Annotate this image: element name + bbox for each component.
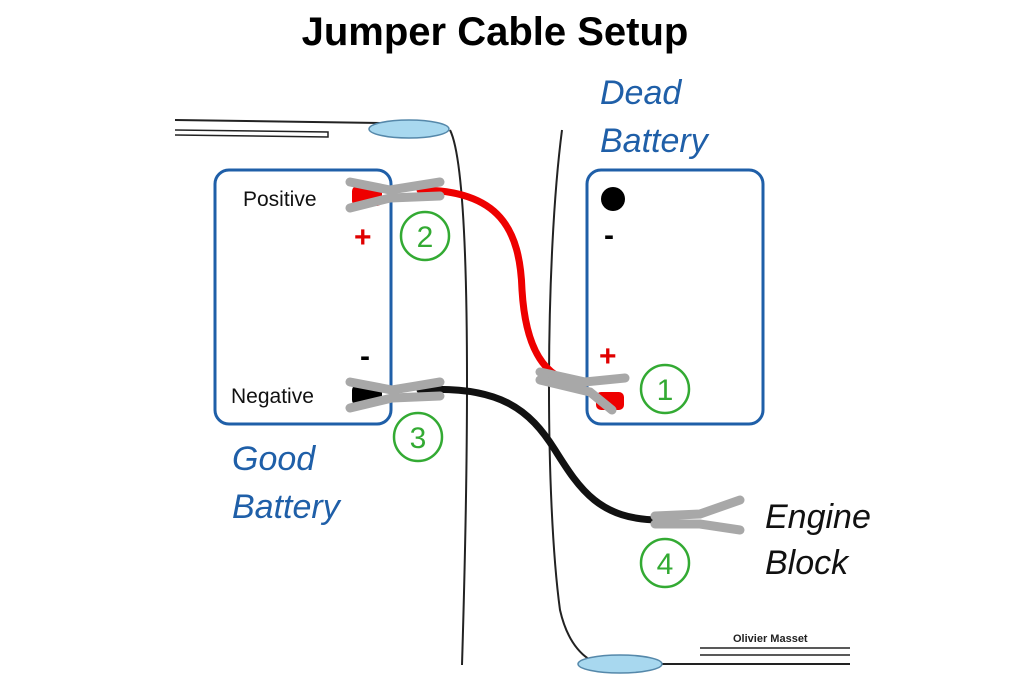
- clamp-good-positive: [345, 177, 445, 213]
- good-battery-label-line2: Battery: [232, 488, 342, 526]
- step-4-marker: 4: [639, 537, 691, 589]
- step-4-number: 4: [657, 548, 674, 581]
- dead-battery-minus-sign: -: [604, 219, 614, 252]
- right-car-hood-light: [577, 654, 663, 674]
- negative-cable: [416, 385, 664, 524]
- clamp-good-negative: [345, 377, 445, 413]
- positive-cable: [416, 186, 584, 387]
- dead-battery-label-line2: Battery: [600, 122, 710, 160]
- clamp-dead-positive: [535, 367, 630, 415]
- good-battery-minus-sign: -: [360, 340, 370, 373]
- step-1-marker: 1: [639, 363, 691, 415]
- clamp-engine-block: [650, 495, 745, 535]
- diagram-title: Jumper Cable Setup: [302, 10, 689, 54]
- step-3-marker: 3: [392, 411, 444, 463]
- left-car-outline: [174, 119, 468, 666]
- dead-battery-label-line1: Dead: [600, 74, 682, 112]
- step-2-marker: 2: [399, 210, 451, 262]
- good-battery-plus-sign: +: [354, 221, 372, 254]
- left-car-hood-light: [368, 119, 450, 139]
- step-3-number: 3: [410, 422, 427, 455]
- author-credit: Olivier Masset: [733, 633, 808, 645]
- good-battery-box: [213, 168, 393, 426]
- engine-block-label-line1: Engine: [765, 498, 871, 536]
- good-battery-label-line1: Good: [232, 440, 316, 478]
- dead-battery-box: [585, 168, 765, 426]
- negative-terminal-label: Negative: [231, 385, 314, 408]
- positive-terminal-label: Positive: [243, 188, 317, 211]
- engine-block-label-line2: Block: [765, 544, 850, 582]
- step-2-number: 2: [417, 221, 434, 254]
- dead-battery-negative-terminal: [601, 187, 625, 211]
- dead-battery-plus-sign: +: [599, 340, 617, 373]
- step-1-number: 1: [657, 374, 674, 407]
- right-car-outline: [548, 129, 850, 674]
